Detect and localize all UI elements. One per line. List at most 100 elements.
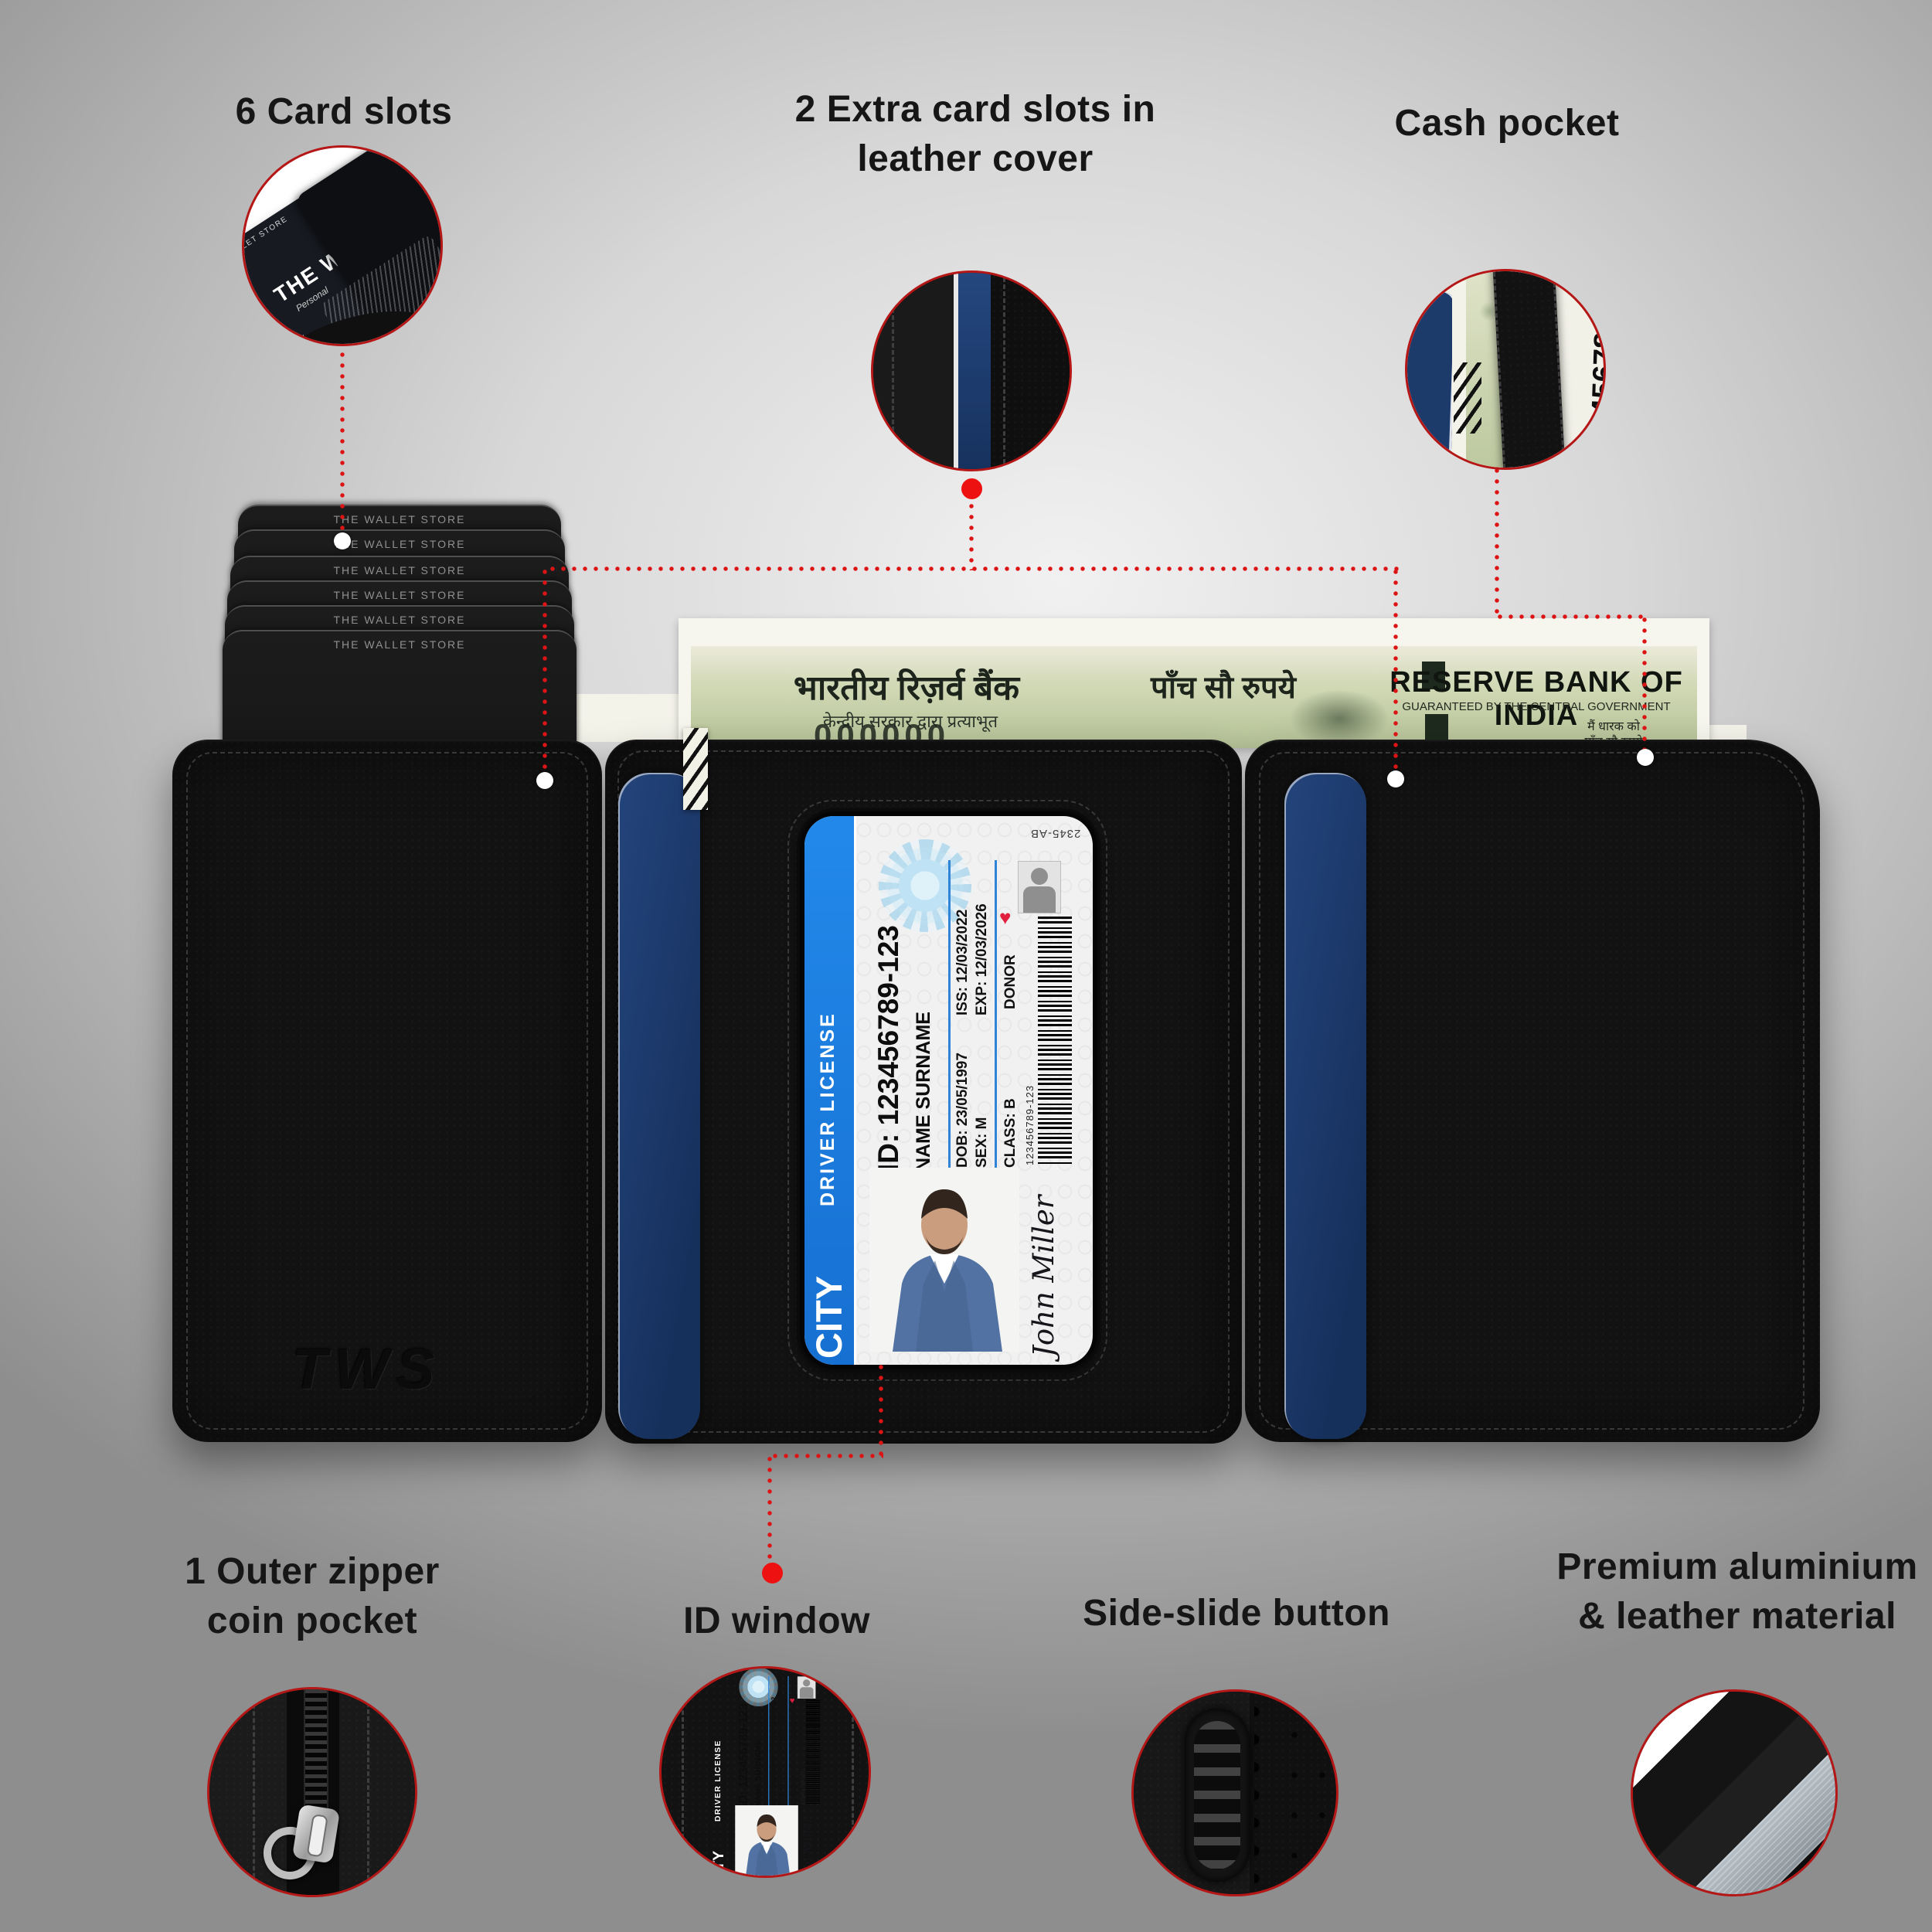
license-name: NAME SURNAME	[913, 1012, 934, 1172]
license-photo-placeholder-icon	[797, 1676, 816, 1699]
heading-id-window-text: ID window	[683, 1600, 870, 1641]
zipper-right-leather	[339, 1689, 415, 1895]
license-signature: John Miller	[801, 1817, 816, 1878]
connector-card-slots	[340, 349, 345, 533]
wallet-panel-left: TWS	[172, 740, 602, 1442]
card-stack: THE WALLET STORE THE WALLET STORE THE WALL…	[223, 505, 577, 956]
heading-zipper-line1: 1 Outer zipper	[185, 1551, 440, 1592]
stack-card-label: THE WALLET STORE	[333, 614, 466, 626]
heading-card-slots: 6 Card slots	[112, 87, 576, 137]
license-barcode	[1038, 917, 1072, 1165]
heading-side-slide: Side-slide button	[1005, 1589, 1468, 1638]
security-patch-2	[1425, 714, 1448, 742]
zipper-stitch-right	[367, 1696, 369, 1893]
license-photo	[869, 1168, 1019, 1352]
inset-circle-card-slots: THE WALLET STORE THE WALLET STORE Person…	[242, 145, 443, 346]
connector-idwindow-v2	[767, 1454, 772, 1562]
license-city: CITY	[808, 1275, 849, 1359]
inset-card-brand-small: THE WALLET STORE	[242, 214, 290, 274]
heading-extra-slots-line1: 2 Extra card slots in	[794, 89, 1156, 130]
idcircle-stitch-right	[852, 1676, 854, 1872]
slide-perforations	[1281, 1715, 1335, 1877]
inset-extra-stitch-left	[892, 281, 894, 466]
inset-circle-extra-slots	[871, 270, 1072, 471]
heading-premium: Premium aluminium & leather material	[1498, 1543, 1932, 1641]
connector-cash-v1	[1495, 454, 1499, 618]
license-exp: EXP: 12/03/2026	[974, 903, 990, 1015]
heading-zipper-line2: coin pocket	[206, 1600, 418, 1641]
stack-card-label: THE WALLET STORE	[333, 513, 466, 526]
license-sex: SEX: M	[778, 1784, 786, 1806]
license-city: CITY	[709, 1850, 727, 1878]
license-donor: DONOR	[791, 1716, 798, 1739]
inset-circle-side-slide	[1131, 1689, 1338, 1896]
banknote-guarantee-english: GUARANTEED BY THE CENTRAL GOVERNMENT	[1402, 700, 1671, 713]
zipper-left-leather	[209, 1689, 290, 1895]
license-donor-heart-icon: ♥	[999, 906, 1012, 929]
driver-license: DRIVER LICENSE CITY ID: 123456789-123 NA…	[804, 816, 1093, 1365]
license-iss: ISS: 12/03/2022	[770, 1696, 778, 1742]
heading-side-slide-text: Side-slide button	[1083, 1593, 1390, 1634]
connector-extra-left-v	[543, 566, 547, 772]
license-divider-line-2	[995, 860, 997, 1169]
inset-extra-blue-card	[958, 273, 991, 469]
license-divider-line-2	[787, 1675, 789, 1806]
license-signature: John Miller	[1027, 1195, 1060, 1358]
license-flower-ornament	[739, 1668, 778, 1706]
connector-idwindow-v1	[879, 1362, 883, 1458]
heading-zipper: 1 Outer zipper coin pocket	[80, 1547, 544, 1646]
license-dob: DOB: 23/05/1997	[770, 1757, 778, 1806]
connector-cash-h	[1495, 614, 1647, 619]
stack-card-label: THE WALLET STORE	[333, 564, 466, 577]
zipper-teeth	[304, 1689, 328, 1821]
license-class: CLASS: B	[1002, 1098, 1019, 1168]
license-iss: ISS: 12/03/2022	[954, 909, 971, 1015]
license-barcode-number: 123456789-123	[1024, 1084, 1036, 1165]
license-title: DRIVER LICENSE	[817, 1012, 838, 1206]
banknote-bank-hindi: भारतीय रिज़र्व बैंक	[793, 669, 1020, 707]
connector-cash-v2	[1642, 614, 1647, 750]
zipper-stitch-left	[253, 1697, 255, 1892]
heading-premium-line2: & leather material	[1578, 1596, 1896, 1637]
wallet-logo-text: TWS	[292, 1337, 443, 1401]
license-blue-band	[804, 816, 856, 1365]
license-donor: DONOR	[1002, 954, 1019, 1009]
license-dob: DOB: 23/05/1997	[954, 1053, 971, 1168]
idcircle-stitch-left	[682, 1676, 684, 1872]
license-corner-code: 2345-AB	[802, 1668, 817, 1674]
license-name: NAME SURNAME	[753, 1740, 763, 1808]
slot-card-right	[1284, 773, 1366, 1439]
inset-extra-stitch-right	[1003, 277, 1005, 469]
connector-extra-v	[969, 501, 974, 570]
premium-layer-stack	[1633, 1692, 1835, 1894]
slot-card-center	[618, 773, 700, 1439]
stack-card-label: THE WALLET STORE	[333, 538, 466, 550]
inset-circle-premium	[1631, 1689, 1838, 1896]
inset-circle-cash-pocket: DRIVER LICENSE CITY ID: 123456789-123 NA…	[1405, 269, 1606, 470]
id-window: DRIVER LICENSE CITY ID: 123456789-123 NA…	[800, 811, 1097, 1369]
inset-cash-hatch-marks	[1454, 362, 1481, 434]
license-donor-heart-icon: ♥	[789, 1695, 795, 1706]
inset-extra-left-leather	[873, 273, 954, 469]
connector-extra-h	[547, 566, 1400, 571]
inset-circle-id-window: DRIVER LICENSE CITY ID: 123456789-123 NA…	[659, 1666, 871, 1878]
marker-extra-right	[1387, 770, 1404, 787]
banknote-bank-english: RESERVE BANK OF INDIA	[1389, 666, 1683, 732]
zipper-slider-icon	[291, 1804, 341, 1864]
marker-card-slots	[334, 532, 351, 549]
banknote-guarantee-hindi: केन्द्रीय सरकार द्वारा प्रत्याभूत	[822, 712, 998, 731]
license-exp: EXP: 12/03/2026	[778, 1694, 786, 1742]
license-corner-code: 2345-AB	[1030, 827, 1081, 840]
heading-card-slots-text: 6 Card slots	[235, 91, 453, 132]
marker-idwindow	[762, 1563, 783, 1583]
note-hatch-corner	[683, 728, 708, 810]
heading-premium-line1: Premium aluminium	[1556, 1546, 1918, 1587]
gandhi-watermark	[1289, 689, 1389, 748]
connector-idwindow-h	[770, 1454, 883, 1458]
stack-card-label: THE WALLET STORE	[333, 638, 466, 651]
license-photo-man	[869, 1168, 1019, 1352]
license-divider-line-1	[768, 1675, 770, 1806]
slide-scallop-edge	[1254, 1698, 1277, 1893]
banknote-denomination-hindi: पाँच सौ रुपये	[1151, 671, 1296, 705]
